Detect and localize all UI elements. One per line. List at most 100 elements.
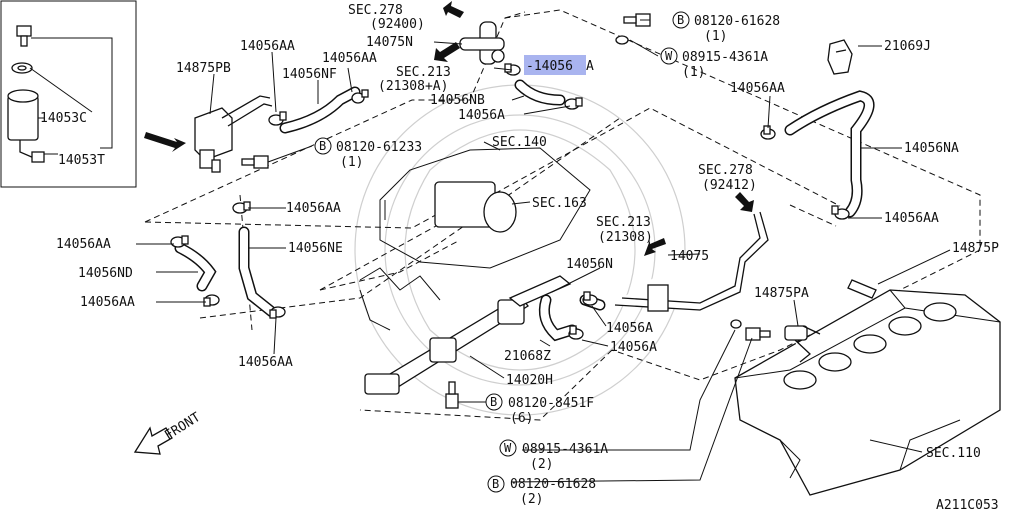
- clamp-icon: [582, 291, 598, 306]
- label-14875P: 14875P: [952, 241, 999, 256]
- label-14056A-highlight-suffix: A: [586, 59, 594, 74]
- inset-canister-icon: [7, 89, 45, 163]
- label-14056ND: 14056ND: [78, 266, 133, 281]
- sensor-14875P: [847, 279, 877, 299]
- washer-icon: [730, 319, 742, 329]
- label-21068Z: 21068Z: [504, 349, 551, 364]
- label-14056AA-r2: 14056AA: [884, 211, 939, 226]
- label-14075N: 14075N: [366, 35, 413, 50]
- callout-labels: SEC.278 (92400) 14075N SEC.213 (21308+A)…: [56, 3, 999, 511]
- clamp-icon: [504, 63, 521, 76]
- clamp-icon: [203, 294, 220, 307]
- label-14056NA: 14056NA: [904, 141, 959, 156]
- inset-box: 14053C 14053T: [0, 0, 137, 188]
- clamp-icon: [232, 201, 251, 214]
- label-14053T: 14053T: [58, 153, 105, 168]
- sensor-14875PA: [784, 325, 821, 363]
- label-14053C: 14053C: [40, 111, 87, 126]
- label-sec163: SEC.163: [532, 196, 587, 211]
- tube-14075: [614, 211, 769, 312]
- front-label: FRONT: [162, 410, 203, 444]
- label-14056AA-l3: 14056AA: [80, 295, 135, 310]
- label-14056AA-t2: 14056AA: [322, 51, 377, 66]
- hoses: [174, 79, 875, 342]
- washer-icon: [615, 35, 629, 45]
- label-bolt-bot-qty: (2): [520, 492, 543, 507]
- label-14056AA-l1: 14056AA: [286, 201, 341, 216]
- engine-block: [734, 289, 1001, 496]
- label-14056A-highlight: -14056: [526, 59, 573, 74]
- symbols: B W B B W B: [314, 11, 690, 493]
- bolts: [241, 13, 771, 409]
- label-bolt-bot: 08120-61628: [510, 477, 596, 492]
- label-bolt-top: 08120-61628: [694, 14, 780, 29]
- label-14056A-b: 14056A: [606, 321, 653, 336]
- arrow-left-icon: [644, 238, 666, 256]
- label-14056NB: 14056NB: [430, 93, 485, 108]
- symbol-b: B: [319, 139, 326, 153]
- injector-rail-14020H: [364, 275, 572, 395]
- label-14056N: 14056N: [566, 257, 613, 272]
- tube-14075N: [459, 21, 505, 65]
- label-sec278-top: SEC.278: [348, 3, 403, 18]
- clamp-icon: [760, 125, 776, 140]
- label-bolt-mid: 08120-8451F: [508, 396, 594, 411]
- label-14056AA-l2: 14056AA: [56, 237, 111, 252]
- label-sec213-mid-sub: (21308): [598, 230, 653, 245]
- clamp-icon: [351, 89, 369, 104]
- label-14056AA-t1: 14056AA: [240, 39, 295, 54]
- label-bolt-left: 08120-61233: [336, 140, 422, 155]
- label-bolt-top-qty: (1): [704, 29, 727, 44]
- label-washer-top-qty: (1): [682, 65, 705, 80]
- label-washer-top: 08915-4361A: [682, 50, 768, 65]
- bolt-icon: [445, 381, 459, 409]
- inset-screw-icon: [16, 25, 32, 47]
- label-sec213-top: SEC.213: [396, 65, 451, 80]
- label-bolt-left-qty: (1): [340, 155, 363, 170]
- clamp-icon: [170, 235, 189, 248]
- label-14056NF: 14056NF: [282, 67, 337, 82]
- bolt-icon: [745, 327, 771, 341]
- label-14075: 14075: [670, 249, 709, 264]
- label-washer-bot: 08915-4361A: [522, 442, 608, 457]
- symbol-b: B: [492, 477, 499, 491]
- diagram-id: A211C053: [936, 498, 999, 511]
- arrows: [144, 1, 754, 256]
- label-21069J: 21069J: [884, 39, 931, 54]
- label-sec278-mid: SEC.278: [698, 163, 753, 178]
- arrow-down-icon: [735, 192, 754, 212]
- clamp-icon: [269, 306, 286, 319]
- label-14056NE: 14056NE: [288, 241, 343, 256]
- bolt-icon: [241, 155, 269, 169]
- label-sec110: SEC.110: [926, 446, 981, 461]
- clamp-icon: [564, 97, 583, 110]
- clamp-icon: [268, 111, 287, 126]
- symbol-b: B: [490, 395, 497, 409]
- front-arrow: FRONT: [133, 410, 203, 455]
- label-14875PB: 14875PB: [176, 61, 231, 76]
- label-14056A-c: 14056A: [610, 340, 657, 355]
- highlight-14056A: [524, 55, 586, 75]
- label-sec140: SEC.140: [492, 135, 547, 150]
- label-washer-bot-qty: (2): [530, 457, 553, 472]
- clamp-icon: [831, 205, 850, 220]
- label-bolt-mid-qty: (6): [510, 411, 533, 426]
- clamps: [170, 63, 850, 340]
- label-14056AA-l4: 14056AA: [238, 355, 293, 370]
- label-14875PA: 14875PA: [754, 286, 809, 301]
- symbol-b: B: [677, 13, 684, 27]
- bracket-21069J: [827, 39, 853, 75]
- label-sec278-top-sub: (92400): [370, 17, 425, 32]
- label-sec278-mid-sub: (92412): [702, 178, 757, 193]
- symbol-w: W: [665, 49, 673, 63]
- clamp-icon: [568, 325, 584, 340]
- symbol-w: W: [504, 441, 512, 455]
- leader-lines: [136, 19, 951, 483]
- valve-14875PB: [194, 95, 273, 173]
- label-14020H: 14020H: [506, 373, 553, 388]
- label-sec213-mid: SEC.213: [596, 215, 651, 230]
- label-14056AA-r1: 14056AA: [730, 81, 785, 96]
- arrow-in-icon: [144, 132, 186, 152]
- label-sec213-top-sub: (21308+A): [378, 79, 448, 94]
